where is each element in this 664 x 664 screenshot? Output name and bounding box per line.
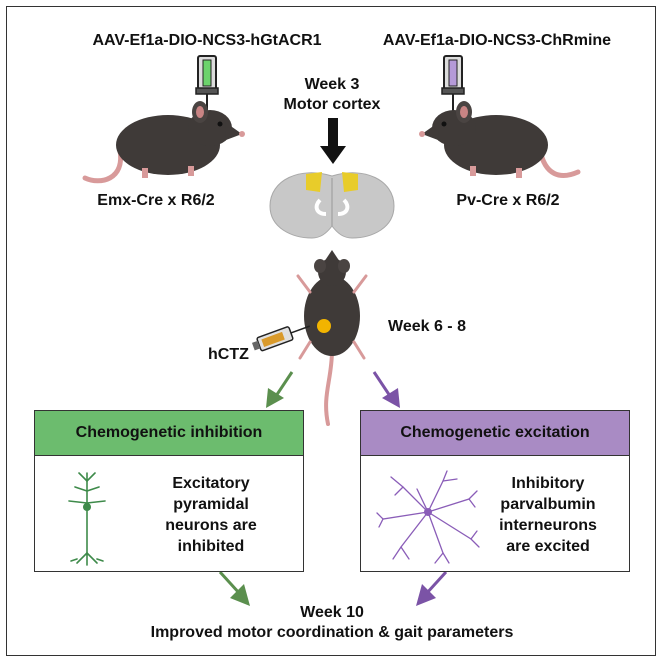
left-mouse-label: Emx-Cre x R6/2 (97, 192, 215, 209)
outcome-arrow-green-icon (218, 570, 250, 606)
excitation-description: Inhibitory parvalbumin interneurons are … (473, 473, 623, 557)
injection-week-label: Week 3 (304, 76, 360, 93)
injection-site-label: Motor cortex (283, 96, 381, 113)
excitation-line-4: are excited (506, 538, 590, 555)
injection-arrow-icon (320, 118, 346, 164)
inhibition-panel: Chemogenetic inhibition Excitatory pyram… (34, 410, 304, 572)
right-mouse-label: Pv-Cre x R6/2 (456, 192, 560, 209)
hctz-syringe-icon (251, 325, 310, 352)
excitation-title: Chemogenetic excitation (361, 411, 629, 456)
outcome-text: Improved motor coordination & gait param… (150, 624, 514, 641)
inhibition-title: Chemogenetic inhibition (35, 411, 303, 456)
right-virus-label: AAV-Ef1a-DIO-NCS3-ChRmine (382, 32, 612, 49)
brain-section-icon (269, 172, 395, 239)
inhibition-line-2: pyramidal (173, 496, 249, 513)
pyramidal-neuron-icon (68, 472, 106, 566)
inhibition-line-4: inhibited (177, 538, 245, 555)
outcome-week-label: Week 10 (300, 604, 364, 621)
hctz-label: hCTZ (208, 346, 249, 363)
outcome-arrow-purple-icon (416, 570, 448, 606)
inhibition-line-3: neurons are (165, 517, 257, 534)
right-syringe-icon (441, 55, 465, 122)
treatment-week-label: Week 6 - 8 (388, 318, 466, 335)
inhibition-description: Excitatory pyramidal neurons are inhibit… (131, 473, 291, 557)
treated-mouse-icon (296, 250, 368, 426)
left-mouse-icon (82, 101, 245, 184)
left-virus-label: AAV-Ef1a-DIO-NCS3-hGtACR1 (92, 32, 322, 49)
right-mouse-icon (419, 101, 581, 178)
inhibition-line-1: Excitatory (172, 475, 250, 492)
excitation-line-1: Inhibitory (511, 475, 585, 492)
excitation-panel: Chemogenetic excitation Inhibitory parva… (360, 410, 630, 572)
inhibition-arrow-icon (266, 371, 294, 408)
interneuron-icon (376, 470, 480, 564)
excitation-line-2: parvalbumin (500, 496, 596, 513)
excitation-line-3: interneurons (499, 517, 597, 534)
excitation-arrow-icon (372, 371, 400, 408)
